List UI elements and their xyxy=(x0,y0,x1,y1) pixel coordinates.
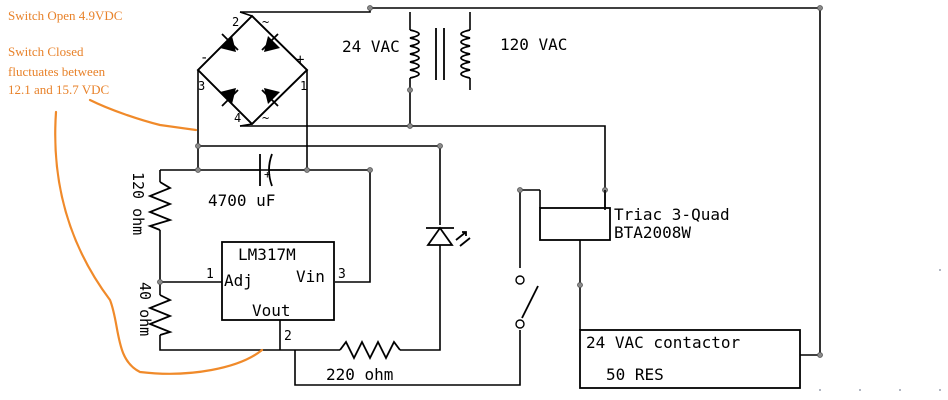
capacitor-plus: + xyxy=(264,168,271,181)
triac xyxy=(539,190,611,241)
diode-upper-left xyxy=(220,33,239,52)
annotation-switch-closed-2: fluctuates between xyxy=(8,64,106,79)
bridge-pin-3: 3 xyxy=(198,79,205,93)
bridge-plus: + xyxy=(296,52,304,68)
bridge-minus: - xyxy=(200,50,208,66)
lm317m-regulator xyxy=(221,241,335,321)
diode-lower-left xyxy=(220,88,239,107)
annotation-switch-open: Switch Open 4.9VDC xyxy=(8,8,122,23)
bridge-pin-2: 2 xyxy=(232,15,239,29)
diode-upper-right xyxy=(261,33,280,52)
resistor-120-label: 120 ohm xyxy=(129,172,147,235)
resistor-40-ohm xyxy=(147,294,173,336)
capacitor xyxy=(240,153,290,187)
led xyxy=(426,226,471,265)
triac-line1: Triac 3-Quad xyxy=(614,205,730,224)
contactor-line2: 50 RES xyxy=(606,365,664,384)
contactor xyxy=(579,329,801,389)
resistor-220-ohm xyxy=(339,339,401,361)
annotation-switch-closed-3: 12.1 and 15.7 VDC xyxy=(8,82,109,97)
bridge-rectifier xyxy=(196,11,309,127)
regulator-pin-adj: 1 xyxy=(206,267,214,282)
grid-dots xyxy=(819,269,941,391)
regulator-vin: Vin xyxy=(296,267,325,286)
diode-lower-right xyxy=(261,88,280,107)
capacitor-label: 4700 uF xyxy=(208,191,275,210)
resistor-220-label: 220 ohm xyxy=(326,365,393,384)
resistor-40-label: 40 ohm xyxy=(136,282,154,336)
regulator-name: LM317M xyxy=(238,245,296,264)
regulator-adj: Adj xyxy=(224,271,253,290)
bridge-ac-bottom: ~ xyxy=(262,111,269,125)
contactor-line1: 24 VAC contactor xyxy=(586,333,740,352)
regulator-pin-vin: 3 xyxy=(338,267,346,282)
regulator-vout: Vout xyxy=(252,301,291,320)
bridge-pin-1: 1 xyxy=(300,79,307,93)
switch[interactable] xyxy=(515,275,539,329)
bridge-ac-top: ~ xyxy=(262,15,269,29)
transformer xyxy=(409,28,471,80)
bridge-pin-4: 4 xyxy=(234,111,241,125)
resistor-120-ohm xyxy=(147,181,173,231)
transformer-primary-label: 120 VAC xyxy=(500,35,567,54)
regulator-pin-vout: 2 xyxy=(284,329,292,344)
labels: Switch Open 4.9VDC Switch Closed fluctua… xyxy=(8,8,740,384)
annotation-switch-closed-1: Switch Closed xyxy=(8,44,84,59)
triac-line2: BTA2008W xyxy=(614,223,691,242)
transformer-secondary-label: 24 VAC xyxy=(342,37,400,56)
annotation-lines xyxy=(54,98,264,375)
junctions xyxy=(157,5,823,358)
